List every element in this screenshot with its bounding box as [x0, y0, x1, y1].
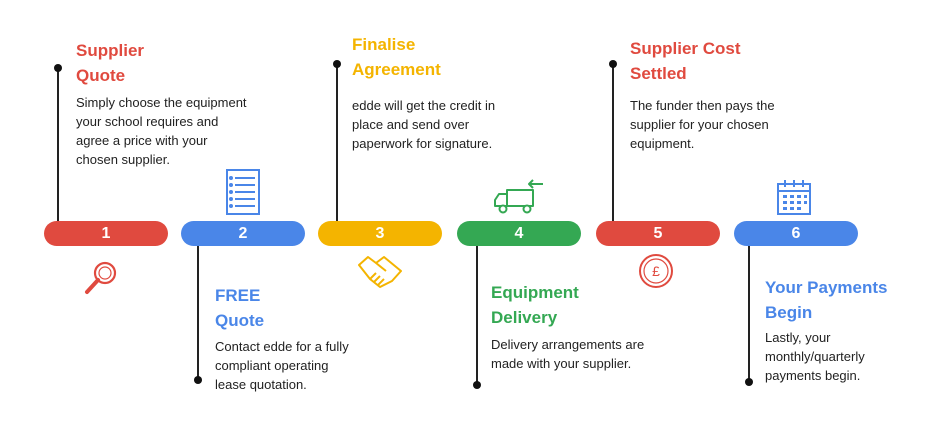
step-badge-1: 1: [44, 221, 168, 246]
document-list-icon: [226, 169, 260, 215]
connector-line-3: [336, 64, 338, 223]
connector-dot-3: [333, 60, 341, 68]
svg-text:£: £: [652, 263, 660, 279]
connector-dot-6: [745, 378, 753, 386]
step-title-1: Supplier Quote: [76, 41, 145, 85]
connector-dot-4: [473, 381, 481, 389]
connector-dot-1: [54, 64, 62, 72]
connector-line-6: [748, 246, 750, 382]
step-description-1: Simply choose the equipment your school …: [76, 95, 247, 167]
pound-coin-icon: £: [639, 254, 673, 288]
connector-line-5: [612, 64, 614, 223]
step-badge-3: 3: [318, 221, 442, 246]
connector-dot-5: [609, 60, 617, 68]
step-title-4: Equipment Delivery: [491, 283, 579, 327]
handshake-icon: [358, 256, 402, 288]
connector-line-2: [197, 246, 199, 380]
step-title-3: Finalise Agreement: [352, 35, 441, 79]
step-badge-2: 2: [181, 221, 305, 246]
magnifying-glass-icon: [85, 261, 117, 294]
calendar-icon: [777, 180, 811, 215]
step-title-6: Your Payments Begin: [765, 278, 888, 322]
step-title-5: Supplier Cost Settled: [630, 39, 741, 83]
step-description-5: The funder then pays the supplier for yo…: [630, 98, 775, 151]
step-badge-5: 5: [596, 221, 720, 246]
connector-dot-2: [194, 376, 202, 384]
step-description-2: Contact edde for a fully compliant opera…: [215, 339, 349, 392]
connector-line-4: [476, 246, 478, 386]
step-title-2: FREE Quote: [215, 286, 265, 330]
delivery-truck-icon: [494, 179, 543, 214]
step-description-3: edde will get the credit in place and se…: [352, 98, 496, 151]
step-badge-6: 6: [734, 221, 858, 246]
connector-line-1: [57, 68, 59, 223]
step-description-6: Lastly, your monthly/quarterly payments …: [765, 330, 865, 383]
step-badge-4: 4: [457, 221, 581, 246]
step-description-4: Delivery arrangements are made with your…: [491, 337, 645, 371]
